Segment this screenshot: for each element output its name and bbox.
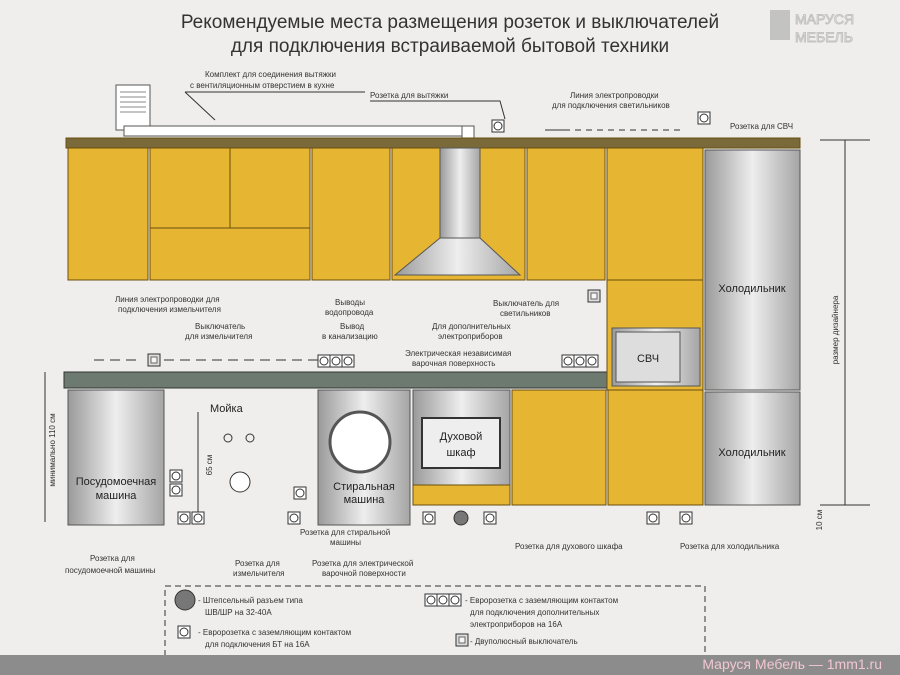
svg-text:Розетка для: Розетка для xyxy=(235,559,280,568)
svg-text:- Евророзетка с заземляющим ко: - Евророзетка с заземляющим контактом xyxy=(198,628,351,637)
svg-text:Вывод: Вывод xyxy=(340,322,365,331)
microwave-socket-icon xyxy=(697,111,711,125)
label-vent-kit: Комплект для соединения вытяжки xyxy=(205,70,336,79)
svg-text:Линия электропроводки: Линия электропроводки xyxy=(570,91,659,100)
svg-text:Розетка для электрической: Розетка для электрической xyxy=(312,559,413,568)
svg-text:МЕБЕЛЬ: МЕБЕЛЬ xyxy=(795,29,853,45)
hood-socket-icon xyxy=(491,119,505,133)
fridge: Холодильник Холодильник xyxy=(704,149,801,506)
svg-text:Линия электропроводки для: Линия электропроводки для xyxy=(115,295,220,304)
svg-text:для подключения светильников: для подключения светильников xyxy=(552,101,670,110)
svg-text:с вентиляционным отверстием в: с вентиляционным отверстием в кухне xyxy=(190,81,335,90)
svg-text:Розетка для: Розетка для xyxy=(90,554,135,563)
svg-text:Розетка для стиральной: Розетка для стиральной xyxy=(300,528,390,537)
svg-text:Духовой: Духовой xyxy=(440,431,483,443)
svg-text:Розетка для СВЧ: Розетка для СВЧ xyxy=(730,122,793,131)
svg-text:Холодильник: Холодильник xyxy=(718,447,785,459)
svg-text:- Евророзетка с заземляющим ко: - Евророзетка с заземляющим контактом xyxy=(465,596,618,605)
countertop xyxy=(63,371,611,389)
range-hood xyxy=(393,147,522,276)
svg-text:Розетка для холодильника: Розетка для холодильника xyxy=(680,542,780,551)
svg-text:- Штепсельный разъем типа: - Штепсельный разъем типа xyxy=(198,596,303,605)
svg-text:ШВ/ШР на 32-40А: ШВ/ШР на 32-40А xyxy=(205,608,272,617)
footer-link[interactable]: Маруся Мебель — 1mm1.ru xyxy=(702,656,882,672)
washing-machine: Стиральная машина xyxy=(317,389,411,526)
svg-text:Холодильник: Холодильник xyxy=(718,283,785,295)
svg-text:65 см: 65 см xyxy=(205,455,214,476)
power-plug-icon xyxy=(453,510,469,526)
svg-text:для подключения БТ на 16А: для подключения БТ на 16А xyxy=(205,640,310,649)
sink-label: Мойка xyxy=(210,403,244,415)
lower-cabinet xyxy=(511,389,607,506)
lower-cabinet xyxy=(607,389,704,506)
svg-text:Электрическая независимая: Электрическая независимая xyxy=(405,349,511,358)
svg-text:электроприборов: электроприборов xyxy=(438,332,503,341)
svg-text:Выключатель для: Выключатель для xyxy=(493,299,559,308)
svg-text:подключения измельчителя: подключения измельчителя xyxy=(118,305,221,314)
svg-text:Розетка для духового шкафа: Розетка для духового шкафа xyxy=(515,542,623,551)
svg-text:светильников: светильников xyxy=(500,309,551,318)
svg-text:для подключения дополнительных: для подключения дополнительных xyxy=(470,608,599,617)
svg-text:варочной поверхности: варочной поверхности xyxy=(322,569,406,578)
svg-text:машины: машины xyxy=(330,538,361,547)
grinder-switch-icon xyxy=(147,353,161,367)
extra-sockets-right xyxy=(561,354,599,368)
svg-text:шкаф: шкаф xyxy=(446,447,475,459)
footer-bar: Маруся Мебель — 1mm1.ru xyxy=(0,655,900,675)
svg-text:водопровода: водопровода xyxy=(325,308,374,317)
svg-text:минимально 110 см: минимально 110 см xyxy=(48,413,57,486)
svg-text:электроприборов на 16А: электроприборов на 16А xyxy=(470,620,563,629)
svg-text:посудомоечной машины: посудомоечной машины xyxy=(65,566,156,575)
svg-text:Для дополнительных: Для дополнительных xyxy=(432,322,511,331)
title-line-2: для подключения встраиваемой бытовой тех… xyxy=(231,36,669,57)
svg-text:измельчителя: измельчителя xyxy=(233,569,285,578)
label-hood-socket: Розетка для вытяжки xyxy=(370,91,448,100)
svg-text:10 см: 10 см xyxy=(815,510,824,531)
svg-text:машина: машина xyxy=(344,494,386,506)
svg-text:для измельчителя: для измельчителя xyxy=(185,332,252,341)
svg-text:варочная поверхность: варочная поверхность xyxy=(412,359,495,368)
oven: Духовой шкаф xyxy=(412,389,511,506)
light-switch-icon xyxy=(587,289,601,303)
logo: МАРУСЯ МЕБЕЛЬ xyxy=(770,10,855,46)
extra-sockets-left xyxy=(317,354,355,368)
sewer-outlet-icon xyxy=(229,471,251,493)
microwave-cabinet: СВЧ xyxy=(606,279,704,391)
title-line-1: Рекомендуемые места размещения розеток и… xyxy=(181,12,719,33)
svg-text:машина: машина xyxy=(96,490,138,502)
svg-text:в канализацию: в канализацию xyxy=(322,332,378,341)
legend: - Штепсельный разъем типа ШВ/ШР на 32-40… xyxy=(164,585,706,667)
svg-text:размер дизайнера: размер дизайнера xyxy=(831,295,840,364)
svg-text:- Двуполюсный выключатель: - Двуполюсный выключатель xyxy=(470,637,578,646)
svg-text:МАРУСЯ: МАРУСЯ xyxy=(795,11,854,27)
svg-text:СВЧ: СВЧ xyxy=(637,353,659,365)
dishwasher: Посудомоечная машина xyxy=(67,389,165,526)
svg-text:Посудомоечная: Посудомоечная xyxy=(76,476,157,488)
svg-text:Стиральная: Стиральная xyxy=(333,481,395,493)
svg-text:Выключатель: Выключатель xyxy=(195,322,245,331)
svg-text:Выводы: Выводы xyxy=(335,298,365,307)
